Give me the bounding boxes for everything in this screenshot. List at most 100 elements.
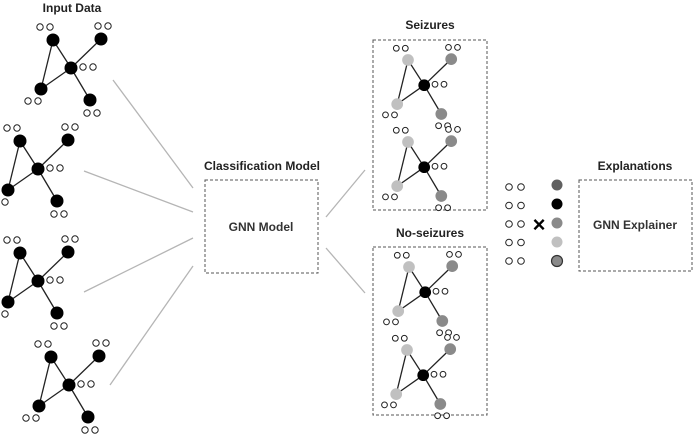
graph-node (390, 388, 403, 400)
graph-edge (40, 39, 54, 90)
feature-icon (44, 340, 52, 348)
feature-icon (89, 63, 97, 71)
feature-icon (455, 251, 462, 258)
explanation-node (551, 217, 563, 229)
seizures-box (372, 39, 488, 211)
feature-icon (34, 97, 42, 105)
feature-icon (91, 426, 99, 434)
graph-node (419, 286, 432, 299)
feature-icon (517, 220, 525, 228)
graph-node (13, 134, 27, 148)
feature-icon (61, 123, 69, 131)
graph-node (31, 162, 45, 176)
graph-node (46, 33, 60, 47)
connector-input4 (109, 265, 194, 386)
explanation-node (551, 198, 563, 210)
graph-edge (396, 141, 409, 187)
seizures-title: Seizures (405, 18, 455, 32)
graph-node (1, 183, 15, 197)
graph-node (13, 246, 27, 260)
graph-node (61, 133, 75, 147)
feature-icon (1, 310, 9, 318)
graph-edge (37, 251, 69, 282)
feature-icon (102, 339, 110, 347)
connectors (83, 79, 366, 386)
graph-node (418, 79, 431, 92)
graph-node (61, 245, 75, 259)
graph-node (446, 260, 459, 272)
graph-node (445, 53, 458, 65)
feature-icon (454, 126, 461, 133)
input-data-title: Input Data (43, 1, 102, 15)
feature-icon (505, 238, 513, 247)
connector-no-seizures (325, 247, 366, 294)
gnn-model-box (204, 179, 319, 274)
multiply-icon: × (533, 212, 546, 237)
graph-node (34, 82, 48, 96)
graph-edge (422, 348, 451, 376)
graph-edge (37, 139, 69, 170)
feature-icon (432, 287, 440, 295)
feature-icon (83, 109, 91, 117)
graph-node (445, 135, 458, 147)
no-seizure-graph (383, 251, 462, 337)
graph-node (417, 369, 430, 382)
graph-node (50, 194, 64, 208)
feature-icon (382, 111, 389, 119)
feature-icon (505, 257, 513, 265)
feature-icon (454, 44, 461, 51)
graph-edge (7, 252, 21, 303)
feature-icon (77, 380, 85, 388)
explanations-title: Explanations (598, 159, 673, 173)
feature-icon (24, 97, 32, 105)
feature-icon (81, 426, 89, 434)
feature-icon (443, 412, 450, 420)
no-seizures-title: No-seizures (396, 226, 464, 240)
graph-node (392, 305, 405, 317)
feature-icon (445, 44, 452, 51)
feature-icon (392, 44, 400, 52)
graph-node (391, 98, 404, 110)
feature-icon (36, 23, 44, 31)
feature-icon (71, 123, 79, 131)
input-graph (1, 235, 79, 330)
explanation-layer (505, 179, 564, 268)
feature-icon (430, 370, 438, 378)
feature-icon (400, 334, 408, 342)
feature-icon (50, 322, 58, 330)
classification-model-title: Classification Model (204, 159, 320, 173)
feature-icon (56, 276, 64, 284)
feature-icon (505, 220, 513, 228)
feature-icon (94, 22, 102, 30)
feature-icon (32, 414, 40, 422)
graph-node (436, 315, 449, 327)
feature-icon (50, 210, 58, 218)
explanation-node (550, 254, 564, 268)
graph-node (83, 93, 97, 107)
feature-icon (441, 287, 449, 295)
no-seizures-box (372, 246, 488, 416)
feature-icon (13, 236, 21, 244)
input-graph (1, 123, 79, 218)
graph-edge (423, 140, 452, 168)
graph-node (81, 410, 95, 424)
feature-icon (3, 236, 11, 244)
feature-icon (46, 164, 54, 172)
feature-icon (3, 124, 11, 132)
graph-node (444, 343, 457, 355)
graph-node (50, 306, 64, 320)
graph-edge (70, 38, 102, 69)
graph-node (402, 54, 414, 66)
feature-icon (13, 124, 21, 132)
graph-node (32, 399, 46, 413)
feature-icon (22, 414, 30, 422)
graph-node (434, 398, 447, 410)
feature-icon (93, 109, 101, 117)
feature-icon (391, 334, 399, 342)
feature-icon (391, 111, 398, 119)
explanation-node (551, 179, 563, 191)
graph-node (418, 161, 431, 174)
explanation-node (551, 236, 563, 248)
feature-icon (383, 318, 390, 326)
graph-node (435, 108, 448, 120)
